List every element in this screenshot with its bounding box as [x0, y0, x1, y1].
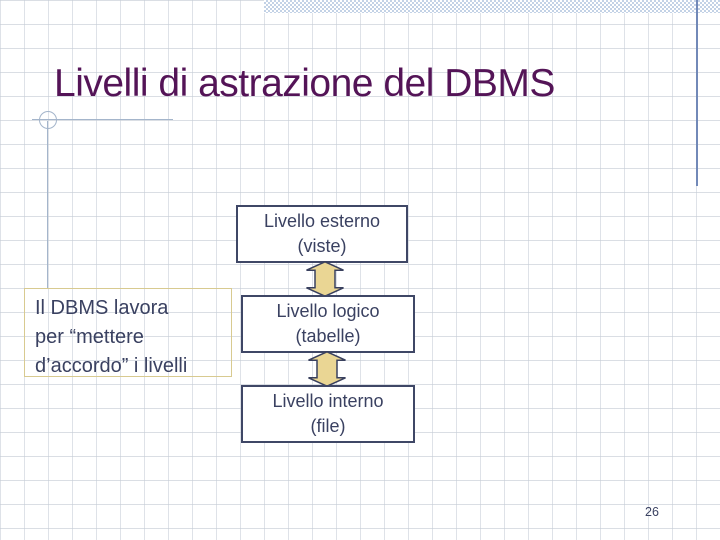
- diagram-box-livello-logico: Livello logico(tabelle): [241, 295, 415, 353]
- title-underline: [32, 119, 173, 120]
- up-down-arrow-esterno-logico: [306, 261, 344, 297]
- up-down-arrow-shape: [306, 261, 344, 297]
- page-title: Livelli di astrazione del DBMS: [54, 62, 555, 105]
- up-down-arrow-logico-interno: [308, 351, 346, 387]
- diagram-box-label: Livello interno(file): [272, 391, 384, 436]
- top-accent-bar: [264, 0, 720, 13]
- page-number: 26: [645, 505, 659, 519]
- diagram-box-livello-esterno: Livello esterno(viste): [236, 205, 408, 263]
- diagram-box-label: Livello esterno(viste): [263, 211, 381, 256]
- title-underline-circle: [39, 111, 57, 129]
- left-decor-vertical-line: [47, 121, 48, 288]
- diagram-box-livello-interno: Livello interno(file): [241, 385, 415, 443]
- right-edge-line: [696, 0, 698, 186]
- diagram-box-label: Livello logico(tabelle): [276, 301, 380, 346]
- up-down-arrow-shape: [308, 351, 346, 387]
